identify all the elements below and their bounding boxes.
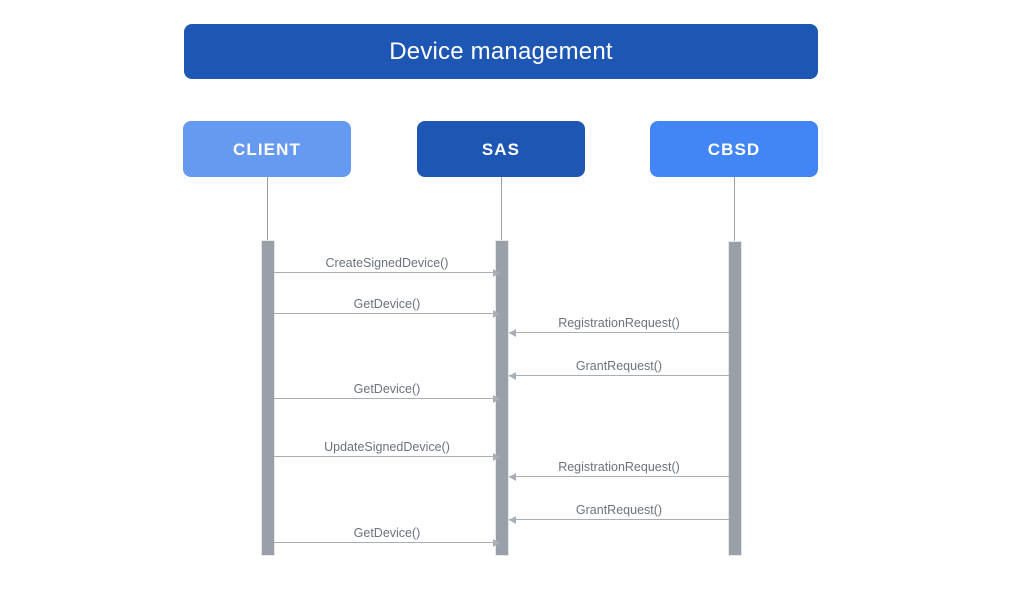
lifeline-cbsd: [734, 177, 735, 241]
message-line: [274, 313, 500, 314]
message-line: [509, 375, 729, 376]
arrow-head-left-icon: [509, 371, 516, 380]
arrow-head-right-icon: [493, 452, 500, 461]
participant-sas[interactable]: SAS: [417, 121, 585, 177]
message-line: [509, 476, 729, 477]
message-update-signed-device[interactable]: UpdateSignedDevice(): [274, 423, 500, 461]
lifeline-sas: [501, 177, 502, 240]
arrow-head-left-icon: [509, 515, 516, 524]
participant-client-label: CLIENT: [233, 139, 301, 159]
arrow-head-right-icon: [493, 394, 500, 403]
message-label: GrantRequest(): [575, 358, 663, 373]
diagram-title-banner: Device management: [184, 24, 818, 79]
message-label: GrantRequest(): [575, 502, 663, 517]
lifeline-client: [267, 177, 268, 240]
participant-sas-label: SAS: [481, 139, 521, 159]
message-label: GetDevice(): [353, 296, 421, 311]
message-get-device-2[interactable]: GetDevice(): [274, 365, 500, 403]
message-grant-request-2[interactable]: GrantRequest(): [509, 486, 729, 524]
message-line: [509, 519, 729, 520]
message-line: [274, 398, 500, 399]
participant-cbsd-label: CBSD: [707, 139, 761, 159]
arrow-head-right-icon: [493, 538, 500, 547]
message-line: [274, 456, 500, 457]
message-line: [509, 332, 729, 333]
message-get-device-3[interactable]: GetDevice(): [274, 509, 500, 547]
message-label: GetDevice(): [353, 381, 421, 396]
diagram-title-text: Device management: [389, 37, 613, 65]
message-grant-request-1[interactable]: GrantRequest(): [509, 342, 729, 380]
message-registration-request-2[interactable]: RegistrationRequest(): [509, 443, 729, 481]
arrow-head-left-icon: [509, 328, 516, 337]
arrow-head-left-icon: [509, 472, 516, 481]
message-label: UpdateSignedDevice(): [324, 439, 450, 454]
arrow-head-right-icon: [493, 309, 500, 318]
message-line: [274, 272, 500, 273]
message-label: RegistrationRequest(): [558, 315, 680, 330]
activation-bar-cbsd: [728, 241, 742, 556]
message-label: GetDevice(): [353, 525, 421, 540]
message-line: [274, 542, 500, 543]
message-get-device-1[interactable]: GetDevice(): [274, 280, 500, 318]
participant-client[interactable]: CLIENT: [183, 121, 351, 177]
participant-cbsd[interactable]: CBSD: [650, 121, 818, 177]
arrow-head-right-icon: [493, 268, 500, 277]
activation-bar-client: [261, 240, 275, 556]
message-registration-request-1[interactable]: RegistrationRequest(): [509, 299, 729, 337]
message-create-signed-device[interactable]: CreateSignedDevice(): [274, 239, 500, 277]
message-label: RegistrationRequest(): [558, 459, 680, 474]
message-label: CreateSignedDevice(): [325, 255, 449, 270]
